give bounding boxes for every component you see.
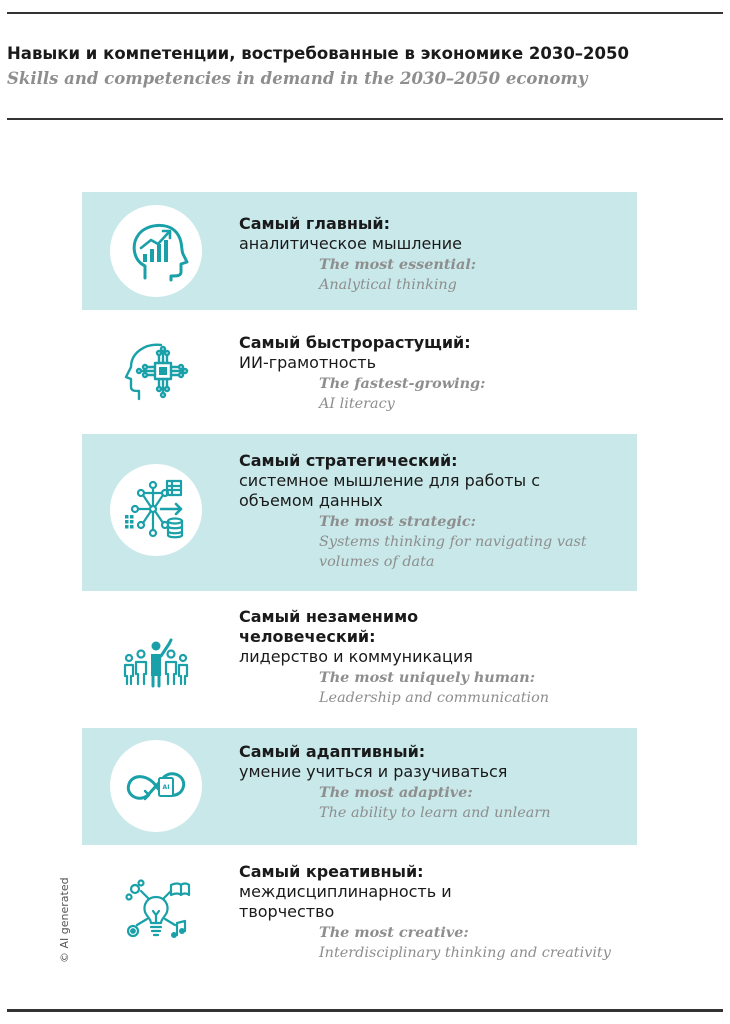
skill-text-en: The most strategic: Systems thinking for… bbox=[319, 512, 619, 572]
skill-text-en: The most essential: Analytical thinking bbox=[319, 255, 631, 295]
skill-desc-ru: аналитическое мышление bbox=[239, 234, 463, 253]
team-leader-icon bbox=[123, 638, 189, 688]
skill-desc-ru: лидерство и коммуникация bbox=[239, 647, 473, 666]
ai-generated-credit: © AI generated bbox=[58, 877, 71, 963]
skill-title-ru: Самый главный: bbox=[239, 214, 390, 233]
skill-item-analytical: Самый главный: аналитическое мышление Th… bbox=[82, 192, 637, 310]
skill-item-creative: Самый креативный: междисциплинарность и … bbox=[82, 852, 637, 980]
skill-desc-en: Interdisciplinary thinking and creativit… bbox=[319, 945, 611, 961]
page-subtitle: Skills and competencies in demand in the… bbox=[7, 69, 588, 88]
skill-text: Самый стратегический: системное мышление… bbox=[239, 451, 631, 572]
skill-text-en: The most creative: Interdisciplinary thi… bbox=[319, 923, 631, 963]
skill-desc-ru: ИИ-грамотность bbox=[239, 353, 377, 372]
skill-title-ru: Самый креативный: bbox=[239, 862, 424, 881]
skill-text-en: The most uniquely human: Leadership and … bbox=[319, 668, 631, 708]
skill-desc-en: Analytical thinking bbox=[319, 277, 457, 293]
svg-text:AI: AI bbox=[163, 784, 170, 791]
icon-circle bbox=[110, 326, 202, 418]
page-title: Навыки и компетенции, востребованные в э… bbox=[7, 44, 629, 63]
icon-circle: AI bbox=[110, 740, 202, 832]
skill-item-leadership: Самый незаменимо человеческий: лидерство… bbox=[82, 597, 637, 717]
skill-title-en: The most essential: bbox=[319, 256, 477, 273]
header-rule bbox=[7, 118, 723, 120]
icon-circle bbox=[110, 205, 202, 297]
skill-desc-en: Leadership and communication bbox=[319, 690, 550, 706]
skill-text: Самый незаменимо человеческий: лидерство… bbox=[239, 607, 631, 708]
icon-circle bbox=[110, 613, 202, 705]
skill-title-ru: Самый незаменимо человеческий: bbox=[239, 607, 419, 646]
lightbulb-ideas-icon bbox=[125, 879, 191, 938]
skill-title-en: The most strategic: bbox=[319, 513, 476, 530]
skill-text: Самый адаптивный: умение учиться и разуч… bbox=[239, 742, 631, 823]
skill-text: Самый креативный: междисциплинарность и … bbox=[239, 862, 631, 963]
skill-title-ru: Самый быстрорастущий: bbox=[239, 333, 471, 352]
head-growth-chart-icon bbox=[132, 224, 189, 282]
skill-item-systems-thinking: Самый стратегический: системное мышление… bbox=[82, 434, 637, 591]
skill-title-ru: Самый адаптивный: bbox=[239, 742, 426, 761]
skill-desc-ru: междисциплинарность и творчество bbox=[239, 882, 452, 921]
bottom-rule bbox=[7, 1009, 723, 1012]
skill-text: Самый быстрорастущий: ИИ-грамотность The… bbox=[239, 333, 631, 414]
icon-circle bbox=[110, 464, 202, 556]
skill-desc-ru: умение учиться и разучиваться bbox=[239, 762, 508, 781]
skill-desc-en: Systems thinking for navigating vast vol… bbox=[319, 534, 587, 570]
data-network-icon bbox=[125, 479, 184, 539]
top-rule bbox=[7, 12, 723, 14]
skill-desc-en: AI literacy bbox=[319, 396, 395, 412]
skill-desc-ru: системное мышление для работы с объемом … bbox=[239, 471, 541, 510]
skill-title-en: The fastest-growing: bbox=[319, 375, 486, 392]
skill-text: Самый главный: аналитическое мышление Th… bbox=[239, 214, 631, 295]
skill-desc-en: The ability to learn and unlearn bbox=[319, 805, 551, 821]
infinity-ai-icon: AI bbox=[126, 772, 186, 801]
skill-title-en: The most uniquely human: bbox=[319, 669, 536, 686]
skill-item-adaptive: AI Самый адаптивный: умение учиться и ра… bbox=[82, 728, 637, 845]
skill-title-ru: Самый стратегический: bbox=[239, 451, 458, 470]
skill-text-en: The fastest-growing: AI literacy bbox=[319, 374, 631, 414]
skill-item-ai-literacy: Самый быстрорастущий: ИИ-грамотность The… bbox=[82, 316, 637, 426]
icon-circle bbox=[110, 864, 202, 956]
skill-title-en: The most adaptive: bbox=[319, 784, 473, 801]
skill-title-en: The most creative: bbox=[319, 924, 469, 941]
skill-text-en: The most adaptive: The ability to learn … bbox=[319, 783, 631, 823]
ai-chip-head-icon bbox=[124, 343, 189, 401]
